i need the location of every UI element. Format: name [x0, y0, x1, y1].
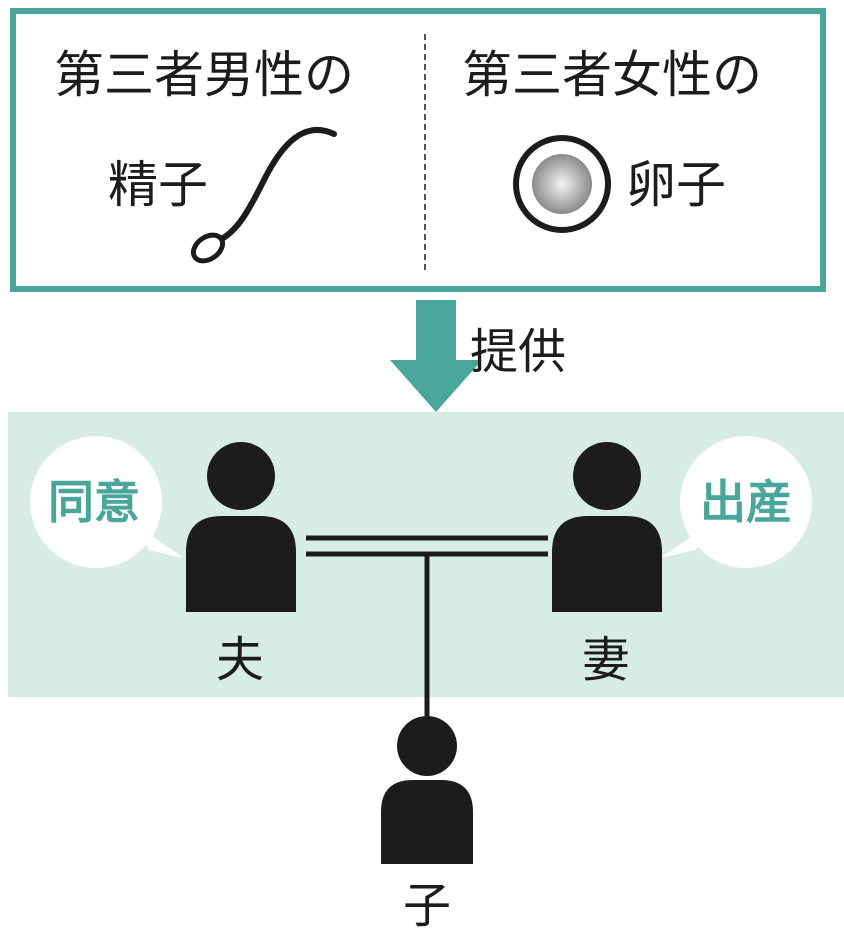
birth-bubble — [680, 436, 812, 568]
donor-divider — [424, 34, 426, 270]
sperm-icon — [190, 126, 337, 264]
male-donor-heading: 第三者男性の — [54, 46, 354, 104]
egg-icon — [513, 135, 611, 233]
consent-bubble — [30, 436, 162, 568]
sperm-label: 精子 — [108, 156, 208, 214]
birth-bubble-tail — [660, 528, 704, 558]
wife-figure-icon — [552, 442, 662, 612]
down-arrow-icon — [390, 300, 482, 412]
husband-label: 夫 — [216, 632, 265, 688]
egg-label: 卵子 — [626, 156, 726, 214]
husband-figure-icon — [186, 442, 296, 612]
child-label: 子 — [403, 878, 452, 934]
birth-label: 出産 — [700, 475, 792, 529]
female-donor-heading: 第三者女性の — [462, 46, 762, 104]
provide-label: 提供 — [470, 324, 567, 380]
donor-box — [10, 8, 826, 292]
consent-bubble-tail — [140, 528, 184, 558]
child-figure-icon — [381, 716, 473, 864]
consent-label: 同意 — [48, 475, 140, 529]
wife-label: 妻 — [582, 632, 631, 688]
